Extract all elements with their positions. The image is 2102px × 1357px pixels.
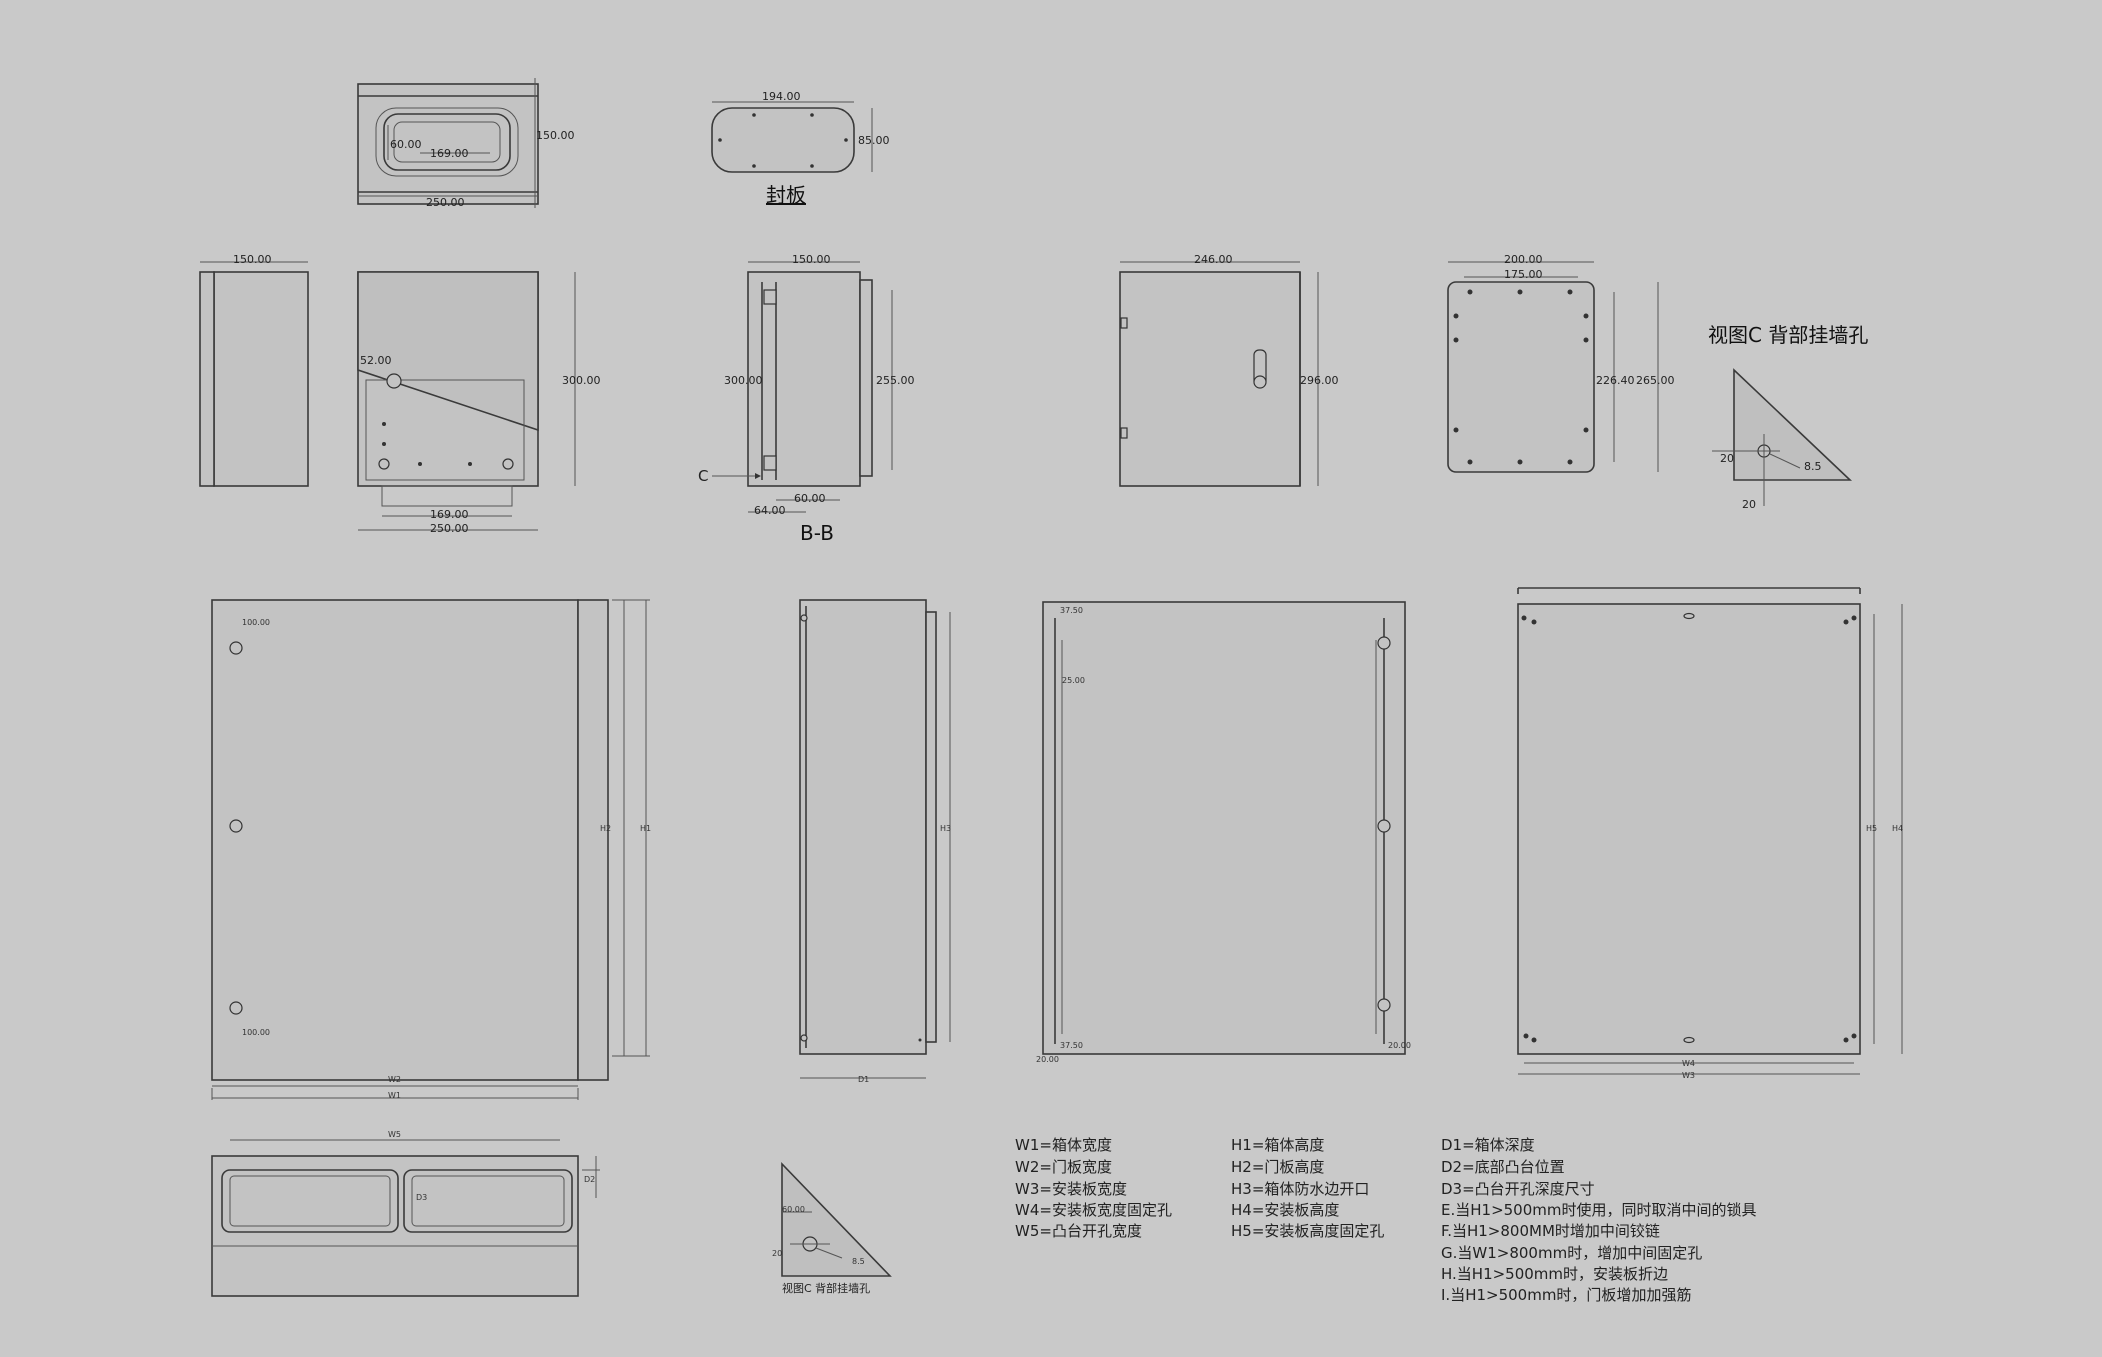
legend: W1=箱体宽度 W2=门板宽度 W3=安装板宽度 W4=安装板宽度固定孔 W5=… xyxy=(1015,1136,1757,1304)
legend-c3-4: F.当H1>800MM时增加中间铰链 xyxy=(1441,1222,1660,1240)
dim-top-depth: 150.00 xyxy=(536,129,575,142)
arrow-c-label: C xyxy=(698,467,708,485)
big-plate-w3: W3 xyxy=(1682,1071,1695,1080)
legend-c3-5: G.当W1>800mm时，增加中间固定孔 xyxy=(1441,1244,1702,1262)
big-door-step: 25.00 xyxy=(1062,676,1085,685)
big-plate-w4: W4 xyxy=(1682,1059,1695,1068)
big-door-corner-r: 20.00 xyxy=(1388,1041,1411,1050)
legend-c1-4: W5=凸台开孔宽度 xyxy=(1015,1222,1142,1240)
dim-bb-height: 300.00 xyxy=(724,374,763,387)
dim-top-width: 250.00 xyxy=(426,196,465,209)
dim-top-open-h: 60.00 xyxy=(390,138,422,151)
view-c-dim-v: 20 xyxy=(1720,452,1734,465)
legend-c3-7: I.当H1>500mm时，门板增加加强筋 xyxy=(1441,1286,1691,1304)
side-view: 150.00 xyxy=(199,253,309,487)
big-front-h1: H1 xyxy=(640,824,651,833)
dim-front-open-w: 169.00 xyxy=(430,508,469,521)
view-c-title: 视图C 背部挂墙孔 xyxy=(1708,323,1868,347)
legend-c1-2: W3=安装板宽度 xyxy=(1015,1180,1127,1198)
big-side-h3: H3 xyxy=(940,824,951,833)
legend-c2-1: H2=门板高度 xyxy=(1231,1158,1324,1176)
front-open-view: 52.00 300.00 169.00 250.00 xyxy=(357,271,601,535)
big-front-w2: W2 xyxy=(388,1075,401,1084)
big-side-view: D1 H3 xyxy=(799,599,951,1084)
view-c-dim-h: 20 xyxy=(1742,498,1756,511)
big-door-bot-off: 37.50 xyxy=(1060,1041,1083,1050)
section-bb-title: B-B xyxy=(800,521,834,545)
bottom-d3: D3 xyxy=(416,1193,427,1202)
seal-plate-view: 194.00 85.00 封板 xyxy=(711,90,890,207)
legend-c1-3: W4=安装板宽度固定孔 xyxy=(1015,1201,1172,1219)
bottom-d2: D2 xyxy=(584,1175,595,1184)
dim-bb-base: 64.00 xyxy=(754,504,786,517)
front-closed-view: 246.00 296.00 xyxy=(1119,253,1339,487)
view-c-dia: 8.5 xyxy=(1804,460,1822,473)
dim-bb-flange: 60.00 xyxy=(794,492,826,505)
big-side-d1: D1 xyxy=(858,1075,869,1084)
dim-top-open-w: 169.00 xyxy=(430,147,469,160)
big-plate-h4: H4 xyxy=(1892,824,1903,833)
legend-c3-3: E.当H1>500mm时使用，同时取消中间的锁具 xyxy=(1441,1201,1757,1219)
big-plate-view: W4 W3 H5 H4 xyxy=(1517,587,1903,1080)
small-view-c-dim1: 60.00 xyxy=(782,1205,805,1214)
legend-c2-2: H3=箱体防水边开口 xyxy=(1231,1180,1369,1198)
dim-closed-height: 296.00 xyxy=(1300,374,1339,387)
dim-closed-width: 246.00 xyxy=(1194,253,1233,266)
view-c: 视图C 背部挂墙孔 20 20 8.5 xyxy=(1708,323,1868,511)
big-door-view: 37.50 25.00 37.50 20.00 20.00 xyxy=(1036,601,1411,1064)
big-plate-h5: H5 xyxy=(1866,824,1877,833)
legend-c2-3: H4=安装板高度 xyxy=(1231,1201,1339,1219)
dim-seal-height: 85.00 xyxy=(858,134,890,147)
top-view: 250.00 150.00 60.00 169.00 xyxy=(357,78,575,209)
big-front-h2: H2 xyxy=(600,824,611,833)
legend-c3-6: H.当H1>500mm时，安装板折边 xyxy=(1441,1265,1668,1283)
legend-c3-1: D2=底部凸台位置 xyxy=(1441,1158,1565,1176)
legend-c1-1: W2=门板宽度 xyxy=(1015,1158,1112,1176)
dim-hinge: 52.00 xyxy=(360,354,392,367)
legend-c1-0: W1=箱体宽度 xyxy=(1015,1136,1112,1154)
dim-back-inner-w: 175.00 xyxy=(1504,268,1543,281)
dim-front-height: 300.00 xyxy=(562,374,601,387)
dim-back-inner-h: 226.40 xyxy=(1596,374,1635,387)
dim-front-width: 250.00 xyxy=(430,522,469,535)
big-front-view: 100.00 100.00 W2 W1 H2 H1 xyxy=(211,599,651,1100)
legend-c3-2: D3=凸台开孔深度尺寸 xyxy=(1441,1180,1595,1198)
back-view: 200.00 175.00 226.40 265.00 xyxy=(1447,253,1675,473)
dim-back-outer-h: 265.00 xyxy=(1636,374,1675,387)
small-view-c-dia: 8.5 xyxy=(852,1257,865,1266)
legend-c2-0: H1=箱体高度 xyxy=(1231,1136,1324,1154)
big-front-w1: W1 xyxy=(388,1091,401,1100)
dim-seal-width: 194.00 xyxy=(762,90,801,103)
dim-side-depth: 150.00 xyxy=(233,253,272,266)
bottom-w5: W5 xyxy=(388,1130,401,1139)
small-view-c-title: 视图C 背部挂墙孔 xyxy=(782,1281,870,1295)
big-door-corner-l: 20.00 xyxy=(1036,1055,1059,1064)
dim-bb-inner-h: 255.00 xyxy=(876,374,915,387)
legend-c3-0: D1=箱体深度 xyxy=(1441,1136,1535,1154)
small-view-c: 60.00 20 8.5 视图C 背部挂墙孔 xyxy=(772,1162,892,1295)
dim-bb-depth: 150.00 xyxy=(792,253,831,266)
legend-c2-4: H5=安装板高度固定孔 xyxy=(1231,1222,1384,1240)
big-front-bot-off: 100.00 xyxy=(242,1028,270,1037)
big-door-top-off: 37.50 xyxy=(1060,606,1083,615)
seal-plate-title: 封板 xyxy=(766,183,806,207)
section-bb-view: 150.00 300.00 255.00 60.00 64.00 C B-B xyxy=(698,253,915,545)
big-front-top-off: 100.00 xyxy=(242,618,270,627)
bottom-view: W5 D2 D3 xyxy=(211,1130,600,1297)
dim-back-outer-w: 200.00 xyxy=(1504,253,1543,266)
small-view-c-dim2: 20 xyxy=(772,1249,782,1258)
